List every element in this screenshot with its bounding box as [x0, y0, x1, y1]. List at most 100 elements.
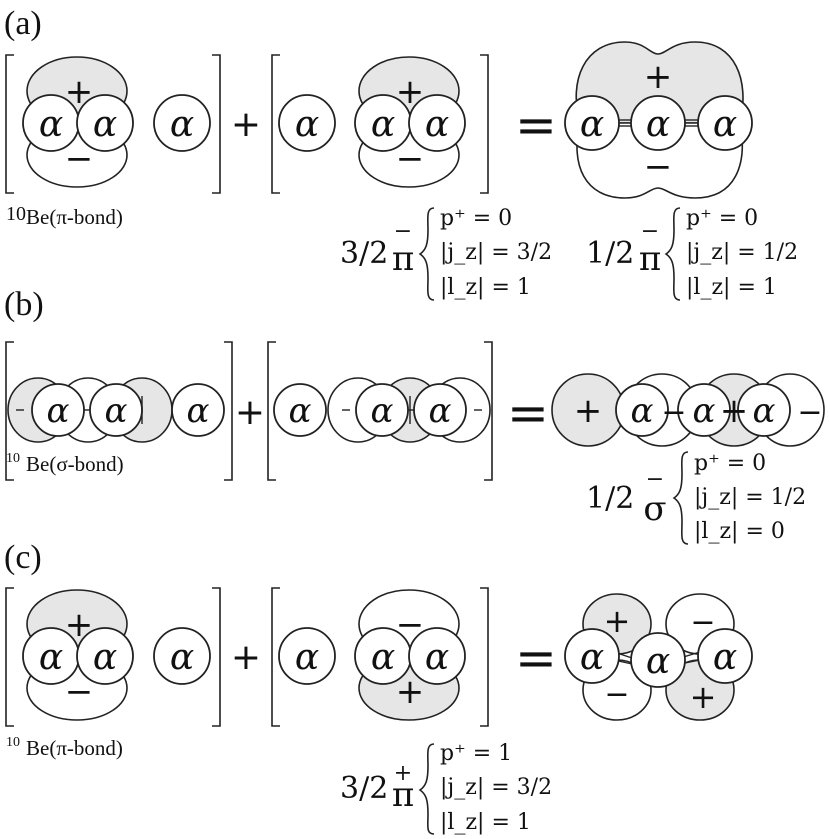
state-symbol: π [639, 239, 661, 279]
qn-line: |j_z| = 1/2 [686, 240, 798, 265]
sign-plus: + [396, 672, 425, 712]
alpha-symbol: α [646, 641, 670, 682]
alpha-symbol: α [580, 104, 604, 145]
alpha-symbol: α [39, 637, 63, 678]
state-prefix: 1/2 [586, 481, 634, 516]
brace [418, 743, 435, 835]
sign-minus: − [604, 677, 629, 712]
state-label-3-2-plus-pi: 3/2 + π p⁺ = 1 |j_z| = 3/2 |l_z| = 1 [340, 741, 552, 835]
sign-minus: − [690, 605, 715, 640]
state-label-1-2-minus-sigma: 1/2 − σ p⁺ = 0 |j_z| = 1/2 |l_z| = 0 [586, 451, 806, 545]
state-symbol: σ [643, 489, 666, 529]
alpha-cluster [153, 94, 211, 152]
alpha-symbol: α [425, 104, 449, 145]
alpha-symbol: α [39, 104, 63, 145]
alpha-symbol: α [713, 104, 737, 145]
caption-superscript: 10 [6, 451, 20, 466]
alpha-cluster [153, 627, 211, 685]
sign-minus: − [65, 672, 94, 712]
alpha-symbol: α [631, 391, 654, 431]
qn-line: p⁺ = 0 [686, 206, 758, 231]
qn-line: |j_z| = 3/2 [440, 240, 552, 265]
alpha-symbol: α [105, 391, 128, 431]
bracket-left [5, 341, 14, 481]
bracket-right [212, 54, 221, 194]
alpha-cluster [697, 95, 753, 151]
alpha-symbol: α [753, 391, 776, 431]
state-parity: − [646, 467, 664, 492]
bracket-right [480, 54, 489, 194]
panel-a: (a) α α α + − 10 Be(π-bond) + α α α + − [4, 5, 798, 301]
alpha-symbol: α [713, 637, 737, 678]
plus-operator: + [231, 637, 261, 678]
state-prefix: 1/2 [586, 236, 634, 271]
alpha-cluster [615, 383, 669, 437]
caption-superscript: 10 [6, 735, 20, 750]
state-parity: − [641, 219, 659, 244]
alpha-symbol: α [93, 104, 117, 145]
caption-be-pi: Be(π-bond) [26, 736, 123, 760]
alpha-symbol: α [295, 104, 319, 145]
state-prefix: 3/2 [340, 771, 388, 806]
alpha-cluster [76, 627, 134, 685]
alpha-cluster [737, 383, 791, 437]
qn-line: |j_z| = 3/2 [440, 775, 552, 800]
alpha-symbol: α [371, 104, 395, 145]
sign-minus: − [644, 147, 673, 187]
bracket-left [271, 54, 280, 194]
caption-superscript: 10 [6, 203, 26, 225]
sign-minus: − [396, 605, 425, 645]
bracket-right [480, 587, 489, 727]
qn-line: p⁺ = 0 [694, 451, 766, 476]
alpha-cluster [677, 383, 731, 437]
alpha-symbol: α [693, 391, 716, 431]
brace [664, 207, 681, 301]
alpha-symbol: α [425, 637, 449, 678]
alpha-symbol: α [289, 391, 312, 431]
pi-lobe-negative [576, 122, 744, 199]
panel-c-label: (c) [4, 539, 42, 576]
sign-plus: + [604, 602, 631, 640]
alpha-cluster [630, 632, 686, 688]
bracket-left [5, 54, 14, 194]
bracket-right [212, 587, 221, 727]
pi-lobe-positive [575, 41, 744, 124]
panel-a-label: (a) [4, 5, 42, 42]
brace [672, 451, 689, 545]
state-symbol: π [392, 775, 414, 815]
panel-b-label: (b) [4, 286, 44, 323]
equals-operator: = [507, 384, 549, 442]
sign-plus: + [396, 72, 425, 112]
alpha-cluster [697, 628, 753, 684]
alpha-symbol: α [295, 637, 319, 678]
equals-operator: = [515, 629, 557, 687]
sign-plus: + [65, 72, 94, 112]
sign-minus: − [797, 395, 822, 430]
alpha-symbol: α [93, 637, 117, 678]
alpha-cluster [408, 94, 466, 152]
qn-line: |l_z| = 1 [440, 275, 531, 300]
alpha-symbol: α [371, 637, 395, 678]
sign-minus: − [65, 139, 94, 179]
state-parity: − [394, 219, 412, 244]
alpha-cluster [171, 383, 225, 437]
qn-line: p⁺ = 1 [440, 741, 512, 766]
caption-be-sigma: Be(σ-bond) [26, 452, 124, 476]
qn-line: |j_z| = 1/2 [694, 485, 806, 510]
state-label-1-2-minus-pi: 1/2 − π p⁺ = 0 |j_z| = 1/2 |l_z| = 1 [586, 206, 798, 301]
alpha-symbol: α [170, 637, 194, 678]
bracket-right [484, 341, 493, 481]
sign-plus: + [65, 605, 94, 645]
sign-plus: + [690, 678, 717, 716]
sign-plus: + [644, 57, 673, 97]
bracket-left [271, 587, 280, 727]
alpha-cluster [630, 95, 686, 151]
caption-be-pi: Be(π-bond) [26, 205, 123, 229]
alpha-symbol: α [371, 391, 394, 431]
plus-operator: + [235, 392, 265, 433]
qn-line: |l_z| = 0 [694, 519, 785, 544]
state-prefix: 3/2 [340, 236, 388, 271]
alpha-symbol: α [47, 391, 70, 431]
alpha-cluster [273, 383, 327, 437]
